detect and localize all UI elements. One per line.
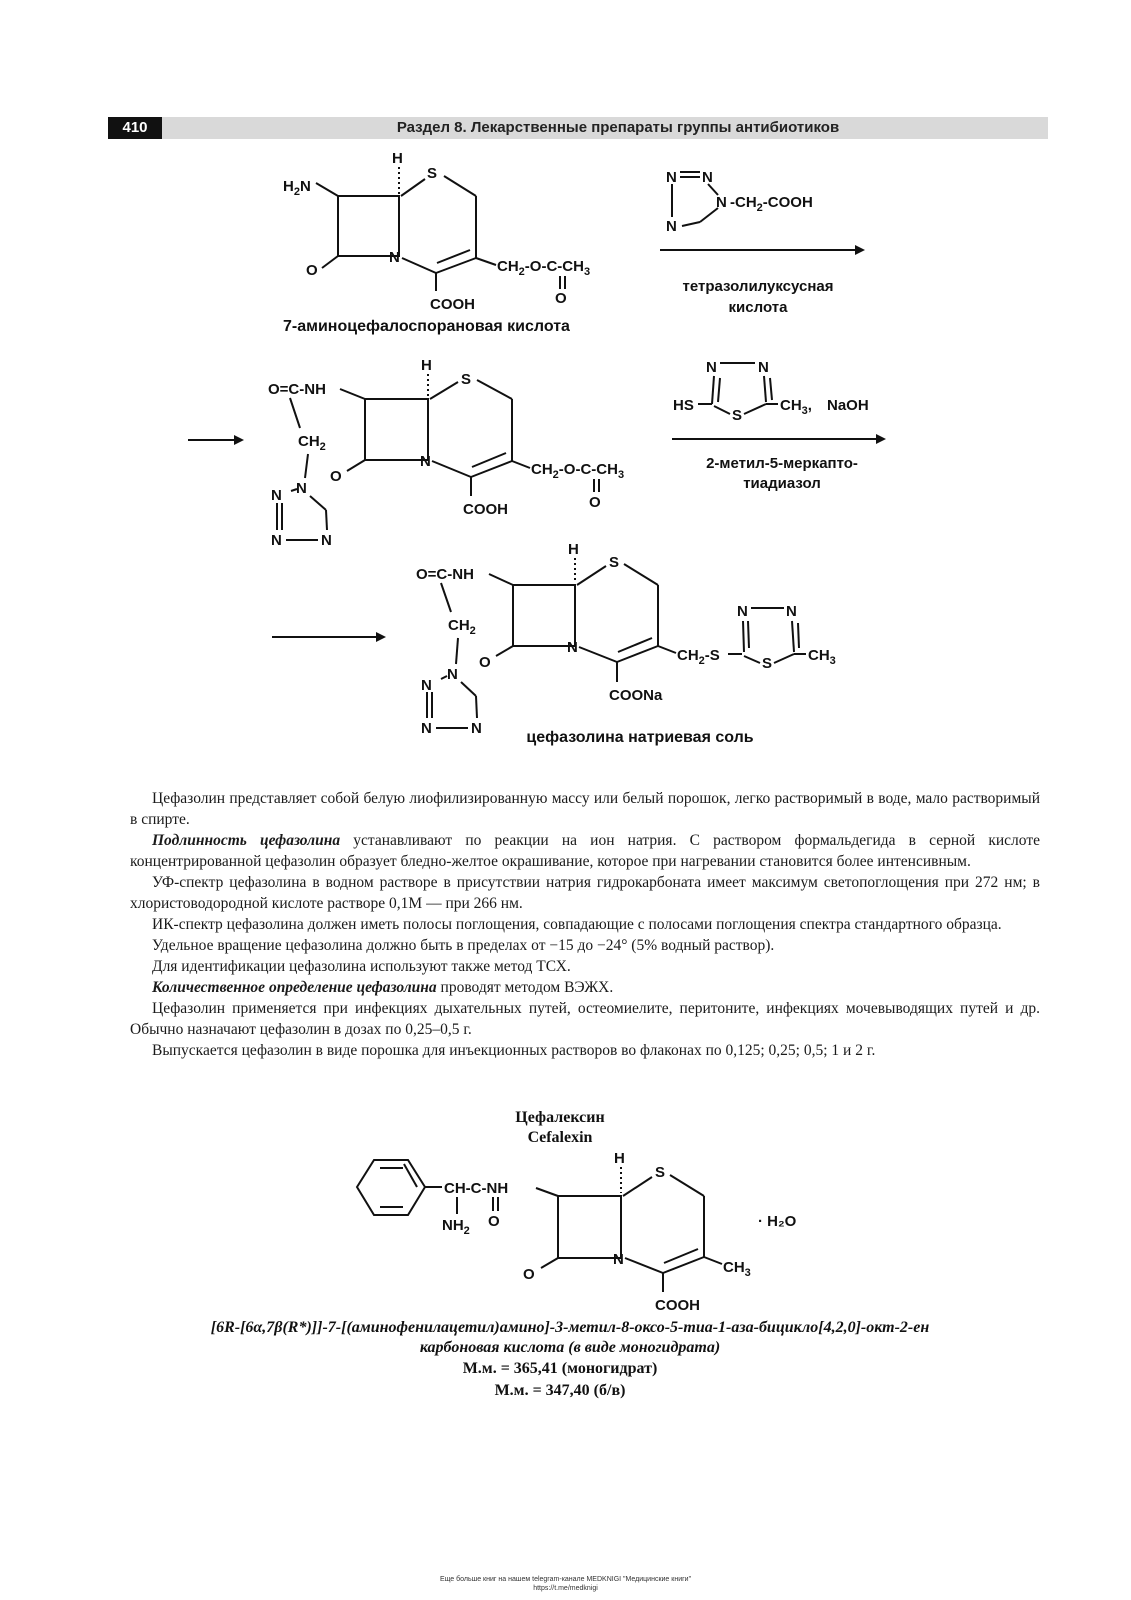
paragraph-use: Цефазолин применяется при инфекциях дыха… xyxy=(130,1000,1040,1038)
svg-text:O: O xyxy=(589,494,601,511)
paragraph-rotation: Удельное вращение цефазолина должно быть… xyxy=(152,937,775,954)
svg-text:N: N xyxy=(271,487,282,504)
hydrate-label: · H₂O xyxy=(758,1213,797,1230)
name-thiadiazole-1: 2-метил-5-меркапто- xyxy=(706,455,858,472)
svg-text:COOH: COOH xyxy=(463,501,508,518)
name-7-aca: 7-аминоцефалоспорановая кислота xyxy=(283,318,570,335)
svg-text:CH3: CH3 xyxy=(808,647,836,667)
paragraph-assay: Количественное определение цефазолина пр… xyxy=(152,979,614,996)
assay-heading: Количественное определение цефазолина xyxy=(152,979,437,996)
name-tetrazolylacetic-acid-2: кислота xyxy=(729,299,789,316)
svg-text:O: O xyxy=(306,262,318,279)
structure-tetrazolylacetic-acid: N N N N -CH2-COOH xyxy=(666,169,813,235)
svg-text:S: S xyxy=(762,655,772,672)
footer-note: Еще больше книг на нашем telegram-канале… xyxy=(439,1576,692,1592)
cefalexin-name-lat: Cefalexin xyxy=(527,1129,593,1146)
svg-text:N: N xyxy=(702,169,713,186)
svg-text:O: O xyxy=(479,654,491,671)
svg-text:S: S xyxy=(732,407,742,424)
svg-text:O: O xyxy=(555,290,567,307)
svg-text:H: H xyxy=(421,357,432,374)
svg-text:N: N xyxy=(737,603,748,620)
svg-text:O=C-NH: O=C-NH xyxy=(416,566,474,583)
svg-text:N: N xyxy=(420,453,431,470)
structure-intermediate: O=C-NH H S O N COOH CH2-O-C-CH3 O CH2 N … xyxy=(268,357,624,549)
svg-text:CH2: CH2 xyxy=(298,433,326,453)
svg-text:CH2: CH2 xyxy=(448,617,476,637)
svg-text:CH2-O-C-CH3: CH2-O-C-CH3 xyxy=(497,258,590,278)
molar-mass-monohydrate: М.м. = 365,41 (моногидрат) xyxy=(462,1360,658,1377)
running-header: 410 Раздел 8. Лекарственные препараты гр… xyxy=(108,117,1048,139)
svg-text:N: N xyxy=(758,359,769,376)
page-number: 410 xyxy=(108,117,162,139)
molar-mass-anhydrous: М.м. = 347,40 (б/в) xyxy=(494,1382,626,1399)
svg-text:CH-C-NH: CH-C-NH xyxy=(444,1180,508,1197)
svg-text:N: N xyxy=(786,603,797,620)
svg-text:COOH: COOH xyxy=(430,296,475,313)
svg-text:S: S xyxy=(461,371,471,388)
svg-text:N: N xyxy=(613,1251,624,1268)
svg-text:HS: HS xyxy=(673,397,694,414)
svg-text:H2N: H2N xyxy=(283,178,311,198)
svg-text:O=C-NH: O=C-NH xyxy=(268,381,326,398)
svg-text:N: N xyxy=(716,194,727,211)
structure-7-aca: H S H2N O N COOH CH2-O-C-CH3 O xyxy=(283,150,590,313)
svg-text:N: N xyxy=(389,249,400,266)
svg-text:H: H xyxy=(392,150,403,167)
running-title: Раздел 8. Лекарственные препараты группы… xyxy=(396,119,840,136)
svg-text:N: N xyxy=(666,218,677,235)
structure-cefazolin-sodium: O=C-NH H S O N COONa CH2-S N N S CH3 CH2 xyxy=(416,541,836,737)
identity-heading: Подлинность цефазолина xyxy=(152,832,341,849)
paragraph-identity: Подлинность цефазолина устанавливают по … xyxy=(130,832,1040,870)
svg-text:N: N xyxy=(447,666,458,683)
svg-text:COOH: COOH xyxy=(655,1297,700,1314)
svg-text:COONa: COONa xyxy=(609,687,663,704)
svg-text:H: H xyxy=(568,541,579,558)
name-thiadiazole-2: тиадиазол xyxy=(743,475,821,492)
structure-methylmercaptothiadiazole: N N HS S CH3, NaOH xyxy=(673,359,869,424)
svg-text:NH2: NH2 xyxy=(442,1217,470,1237)
structure-cefalexin: CH-C-NH NH2 O H S O N COOH CH3 · H₂O xyxy=(355,1150,797,1314)
svg-text:S: S xyxy=(609,554,619,571)
name-tetrazolylacetic-acid-1: тетразолилуксусная xyxy=(683,278,834,295)
svg-text:H: H xyxy=(614,1150,625,1167)
svg-text:CH2-S: CH2-S xyxy=(677,647,720,667)
paragraph-ir: ИК-спектр цефазолина должен иметь полосы… xyxy=(152,916,1002,933)
svg-text:N: N xyxy=(567,639,578,656)
paragraph-tlc: Для идентификации цефазолина используют … xyxy=(152,958,571,975)
svg-text:CH3,: CH3, xyxy=(780,397,812,417)
name-cefazolin-sodium: цефазолина натриевая соль xyxy=(526,729,753,746)
svg-text:S: S xyxy=(427,165,437,182)
svg-text:N: N xyxy=(421,677,432,694)
svg-text:CH2-O-C-CH3: CH2-O-C-CH3 xyxy=(531,461,624,481)
svg-text:N: N xyxy=(666,169,677,186)
body-text: Цефазолин представляет собой белую лиофи… xyxy=(130,788,1040,1061)
reagent-naoh: NaOH xyxy=(827,397,869,414)
svg-text:S: S xyxy=(655,1164,665,1181)
svg-text:N: N xyxy=(471,720,482,737)
svg-text:N: N xyxy=(296,480,307,497)
paragraph-description: Цефазолин представляет собой белую лиофи… xyxy=(130,790,1040,828)
paragraph-uv: УФ-спектр цефазолина в водном растворе в… xyxy=(130,874,1040,912)
svg-text:N: N xyxy=(271,532,282,549)
svg-text:CH3: CH3 xyxy=(723,1259,751,1279)
paragraph-forms: Выпускается цефазолин в виде порошка для… xyxy=(152,1042,876,1059)
svg-text:-CH2-COOH: -CH2-COOH xyxy=(730,194,813,214)
svg-text:O: O xyxy=(330,468,342,485)
svg-text:O: O xyxy=(523,1266,535,1283)
cefalexin-iupac-name: [6R-[6α,7β(R*)]]-7-[(аминофенилацетил)ам… xyxy=(210,1319,930,1356)
cefalexin-name-ru: Цефалексин xyxy=(515,1109,605,1126)
svg-text:N: N xyxy=(421,720,432,737)
cefalexin-title: Цефалексин Cefalexin xyxy=(460,1108,660,1148)
svg-text:O: O xyxy=(488,1213,500,1230)
svg-text:N: N xyxy=(706,359,717,376)
svg-text:N: N xyxy=(321,532,332,549)
